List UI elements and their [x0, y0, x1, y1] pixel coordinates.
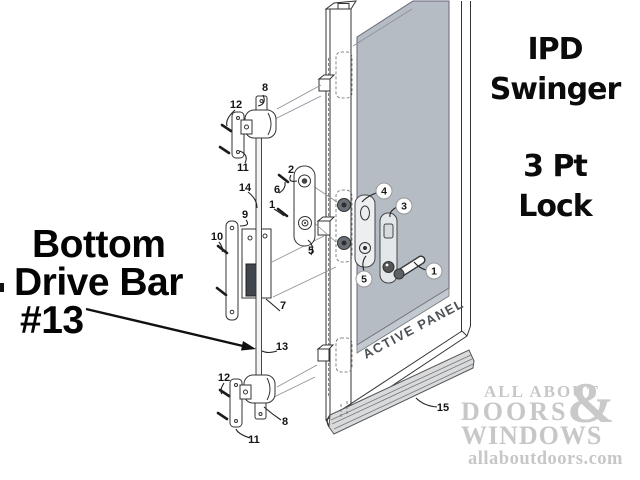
- callout-line: Bottom: [32, 223, 166, 266]
- title-line: Swinger: [489, 72, 622, 107]
- part-label: 8: [262, 82, 268, 94]
- part-label: 12: [218, 372, 230, 384]
- svg-text:4: 4: [381, 186, 387, 198]
- top-latch-hub: [240, 119, 253, 135]
- mortise-faceplate: [225, 220, 239, 321]
- part-label: 14: [239, 182, 252, 194]
- bottom-latch-faceplate: [229, 378, 243, 428]
- threshold-sill: [326, 349, 475, 435]
- svg-text:3: 3: [401, 201, 407, 213]
- cylinder-hub: [337, 198, 351, 212]
- bottom-latch-hub: [239, 384, 252, 400]
- part-label: 8: [282, 416, 288, 428]
- part-label: 10: [211, 231, 223, 243]
- part-label: 11: [237, 162, 249, 174]
- bottom-drive-bar-callout: Bottom Drive Bar #13: [14, 223, 183, 342]
- title-line: 3 Pt: [523, 149, 588, 184]
- door-top-cap: [324, 0, 357, 10]
- leader-lines: [218, 94, 438, 439]
- part-label: 6: [274, 184, 280, 196]
- circled-part-label: 3: [395, 197, 413, 215]
- door-handle: [393, 255, 426, 280]
- lock-bolt-middle: [316, 216, 336, 236]
- lock-bolt-bottom: [316, 344, 335, 362]
- part-label: 12: [230, 99, 242, 111]
- top-latch-faceplate: [231, 111, 245, 159]
- title-line: IPD: [527, 32, 583, 67]
- part-label: 15: [437, 402, 449, 414]
- circled-part-labels: 4 3 5 1: [355, 182, 443, 288]
- part-label: 7: [280, 300, 286, 312]
- part-label: 11: [248, 434, 260, 446]
- part-label: 9: [242, 209, 248, 221]
- mortise-lock: [215, 220, 272, 321]
- interior-escutcheon-a: [354, 194, 376, 268]
- circled-part-label: 5: [355, 270, 373, 288]
- watermark-line: DOORS: [461, 397, 569, 426]
- part-label: 2: [288, 164, 294, 176]
- circled-part-label: 4: [375, 182, 393, 200]
- callout-line: Drive Bar: [14, 261, 183, 304]
- title-line: Lock: [518, 189, 592, 224]
- glazing-stop: [356, 287, 450, 354]
- bottom-latch-assembly: [216, 374, 276, 428]
- glass: [356, 0, 450, 346]
- edge-artifact: [0, 283, 4, 292]
- key-cylinder: [298, 174, 311, 188]
- callout-arrow: [85, 307, 256, 351]
- exterior-escutcheon: [276, 165, 316, 247]
- circled-part-label: 1: [425, 262, 443, 280]
- svg-text:5: 5: [361, 274, 367, 286]
- part-label: 1: [269, 199, 275, 211]
- watermark-line: ALL ABOUT: [484, 382, 600, 401]
- thumbturn-hub: [337, 236, 351, 250]
- watermark-ampersand: &: [567, 372, 615, 435]
- part-label: 13: [276, 341, 288, 353]
- callout-line: #13: [20, 299, 84, 342]
- bottom-drive-bar: [255, 136, 262, 378]
- part-label: 5: [308, 245, 314, 257]
- interior-escutcheon-b: [379, 212, 398, 284]
- lock-bolt-top: [317, 74, 336, 92]
- top-latch-assembly: [218, 95, 277, 159]
- watermark-line: WINDOWS: [461, 421, 603, 450]
- product-title: IPD Swinger 3 Pt Lock: [470, 30, 640, 227]
- watermark-url: allaboutdoors.com: [468, 449, 623, 469]
- part-labels: 8 12 11 14 2 6 1 9 10 5 7 13 12 8 11 15: [211, 82, 449, 446]
- svg-text:1: 1: [431, 266, 437, 278]
